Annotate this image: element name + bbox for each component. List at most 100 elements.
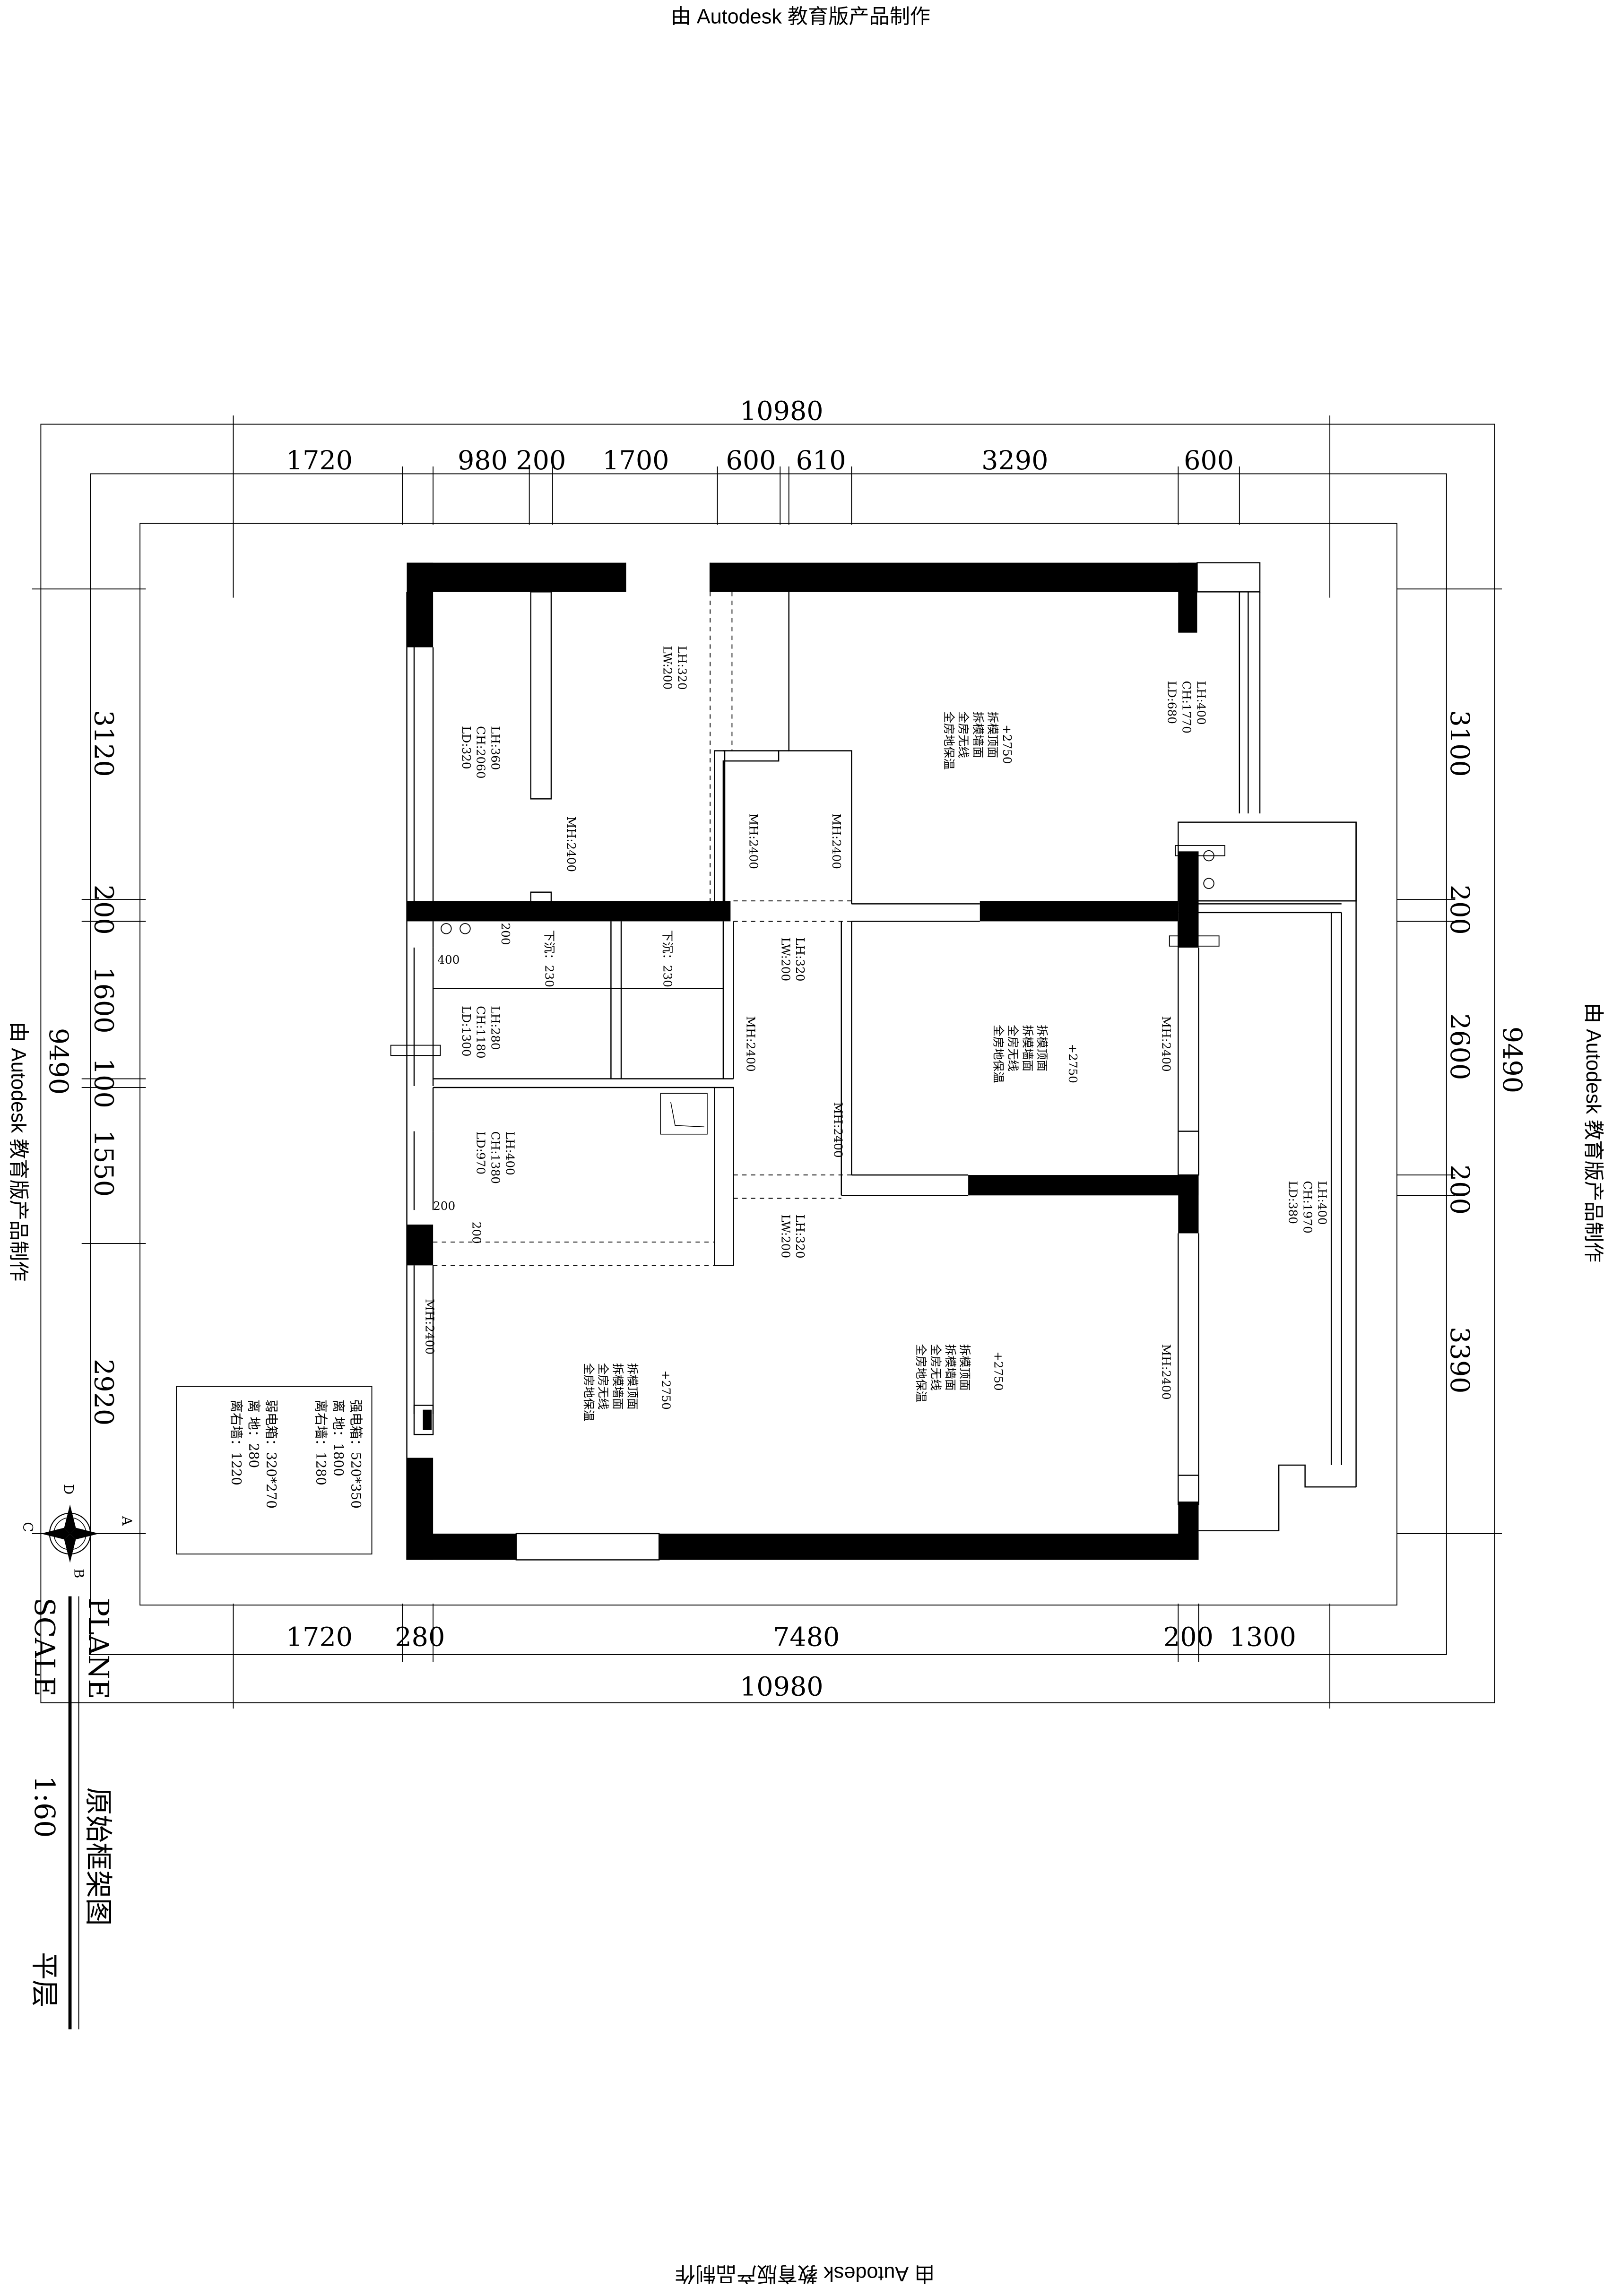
dim-200-a: 200 — [499, 923, 512, 945]
legend-line-4: 弱电箱：320*270 — [263, 1399, 279, 1509]
dim-right-seg-2: 200 — [1444, 885, 1475, 935]
room7-elev: +2750 — [992, 1351, 1006, 1390]
watermark-right: 由 Autodesk 教育版产品制作 — [1582, 1003, 1604, 1262]
dim-right-seg-5: 3390 — [1444, 1327, 1475, 1393]
room2-elev: +2750 — [1000, 725, 1014, 764]
watermark-bottom: 由 Autodesk 教育版产品制作 — [675, 2262, 935, 2285]
room4-elev: +2750 — [1066, 1044, 1080, 1083]
room3-ld: LD:1300 — [460, 1006, 473, 1056]
dim-left-total: 9490 — [43, 1028, 74, 1095]
room1-ld: LD:320 — [460, 726, 473, 769]
room2-line2: 拆模墙面 — [971, 711, 985, 758]
room2-line1: 拆模顶面 — [986, 711, 999, 758]
dim-bottom-seg-5: 1300 — [1230, 1622, 1296, 1652]
dim-right-seg-4: 200 — [1444, 1165, 1475, 1215]
title-plane: PLANE — [82, 1598, 114, 1700]
legend-line-3: 离右墙：1280 — [313, 1399, 329, 1485]
electrical-panels — [390, 845, 1225, 1430]
dim-top-seg-3: 200 — [516, 445, 566, 476]
dim-right-seg-1: 3100 — [1444, 710, 1475, 777]
room7-line3: 全房无线 — [929, 1344, 943, 1391]
window2-ld: LD:680 — [1165, 681, 1179, 724]
dim-top-seg-1: 1720 — [286, 445, 353, 476]
room4-line3: 全房无线 — [1006, 1025, 1020, 1071]
room5-ld: LD:970 — [474, 1131, 488, 1175]
title-block: PLANE SCALE 原始框架图 1:60 平层 — [28, 1596, 114, 2029]
door-mh-d: MH:2400 — [744, 1016, 757, 1072]
room7-line2: 拆模墙面 — [944, 1344, 957, 1391]
room3-ch: CH:1180 — [474, 1006, 488, 1058]
legend-line-5: 离 地：280 — [246, 1399, 261, 1468]
dim-top-seg-4: 1700 — [602, 445, 669, 476]
dim-left-seg-3: 1600 — [88, 967, 119, 1033]
room3-lh: LH:280 — [488, 1006, 502, 1050]
dim-bottom-seg-2: 280 — [395, 1622, 445, 1652]
dim-bottom-seg-4: 200 — [1163, 1622, 1214, 1652]
opening1-lw: LW:200 — [660, 646, 674, 690]
room1-ch: CH:2060 — [474, 726, 488, 778]
window2-ch: CH:1770 — [1180, 681, 1194, 733]
dim-top-total: 10980 — [740, 396, 824, 426]
dim-top-seg-8: 600 — [1184, 445, 1234, 476]
dim-top-seg-6: 610 — [796, 445, 846, 476]
dim-200-c: 200 — [469, 1222, 483, 1244]
electrical-legend: 强电箱：520*350 离 地：1800 离右墙：1280 弱电箱：320*27… — [176, 1386, 373, 1555]
balcony-ld: LD:380 — [1286, 1181, 1300, 1224]
dim-400: 400 — [437, 953, 460, 967]
structural-walls — [407, 562, 1199, 1560]
compass-a: A — [119, 1516, 135, 1526]
dim-bottom-seg-1: 1720 — [286, 1622, 353, 1652]
dim-left-seg-4: 100 — [88, 1058, 119, 1108]
dim-left-seg-2: 200 — [88, 885, 119, 935]
door-mh-c: MH:2400 — [830, 813, 843, 869]
dim-right-seg-3: 2600 — [1444, 1013, 1475, 1080]
balcony-ch: CH:1970 — [1301, 1181, 1315, 1233]
dim-top-seg-5: 600 — [726, 445, 776, 476]
dim-top-seg-2: 980 — [458, 445, 508, 476]
door-mh-h: MH:2400 — [1159, 1344, 1173, 1400]
opening3-lw: LW:200 — [779, 1214, 792, 1258]
door-mh-b: MH:2400 — [746, 813, 760, 869]
opening2-lw: LW:200 — [779, 937, 792, 981]
balcony-lh: LH:400 — [1315, 1181, 1329, 1225]
door-mh-e: MH:2400 — [1159, 1016, 1173, 1072]
room4-line2: 拆模墙面 — [1021, 1025, 1034, 1071]
dim-left-seg-6: 2920 — [88, 1359, 119, 1425]
window2-lh: LH:400 — [1194, 681, 1208, 725]
room6-elev: +2750 — [659, 1370, 673, 1409]
page-title: 原始框架图 — [82, 1787, 114, 1926]
sunken-label-1: 下沉：230 — [543, 930, 556, 987]
door-openings — [433, 592, 852, 1266]
legend-line-1: 强电箱：520*350 — [348, 1399, 364, 1509]
room6-line3: 全房无线 — [597, 1363, 610, 1410]
door-mh-f: MH:2400 — [831, 1102, 845, 1158]
dim-bottom-total: 10980 — [740, 1671, 824, 1702]
thin-walls — [406, 562, 1357, 1561]
room1-lh: LH:360 — [488, 726, 502, 770]
title-scale: SCALE — [28, 1598, 61, 1697]
room6-line2: 拆模墙面 — [611, 1363, 625, 1410]
dim-right-total: 9490 — [1497, 1027, 1527, 1093]
compass-c: C — [20, 1522, 35, 1532]
legend-line-2: 离 地：1800 — [330, 1399, 346, 1476]
title-ratio: 1:60 — [28, 1776, 61, 1838]
dim-bottom-seg-3: 7480 — [773, 1622, 840, 1652]
room4-line4: 全房地保温 — [992, 1025, 1006, 1083]
room5-ch: CH:1380 — [488, 1131, 502, 1184]
legend-line-6: 离右墙：1220 — [228, 1399, 244, 1485]
door-mh-g: MH:2400 — [423, 1299, 437, 1355]
watermark-top: 由 Autodesk 教育版产品制作 — [671, 5, 930, 28]
opening3-lh: LH:320 — [793, 1214, 807, 1258]
watermark-left: 由 Autodesk 教育版产品制作 — [7, 1022, 30, 1281]
opening1-lh: LH:320 — [675, 646, 689, 690]
room5-lh: LH:400 — [503, 1131, 517, 1175]
dim-200-b: 200 — [433, 1199, 455, 1213]
room6-line4: 全房地保温 — [582, 1363, 596, 1421]
compass-b: B — [71, 1569, 87, 1578]
dimension-ticks — [32, 415, 1502, 1709]
opening2-lh: LH:320 — [793, 937, 807, 981]
room4-line1: 拆模顶面 — [1035, 1025, 1049, 1071]
title-floor: 平层 — [28, 1952, 61, 2007]
